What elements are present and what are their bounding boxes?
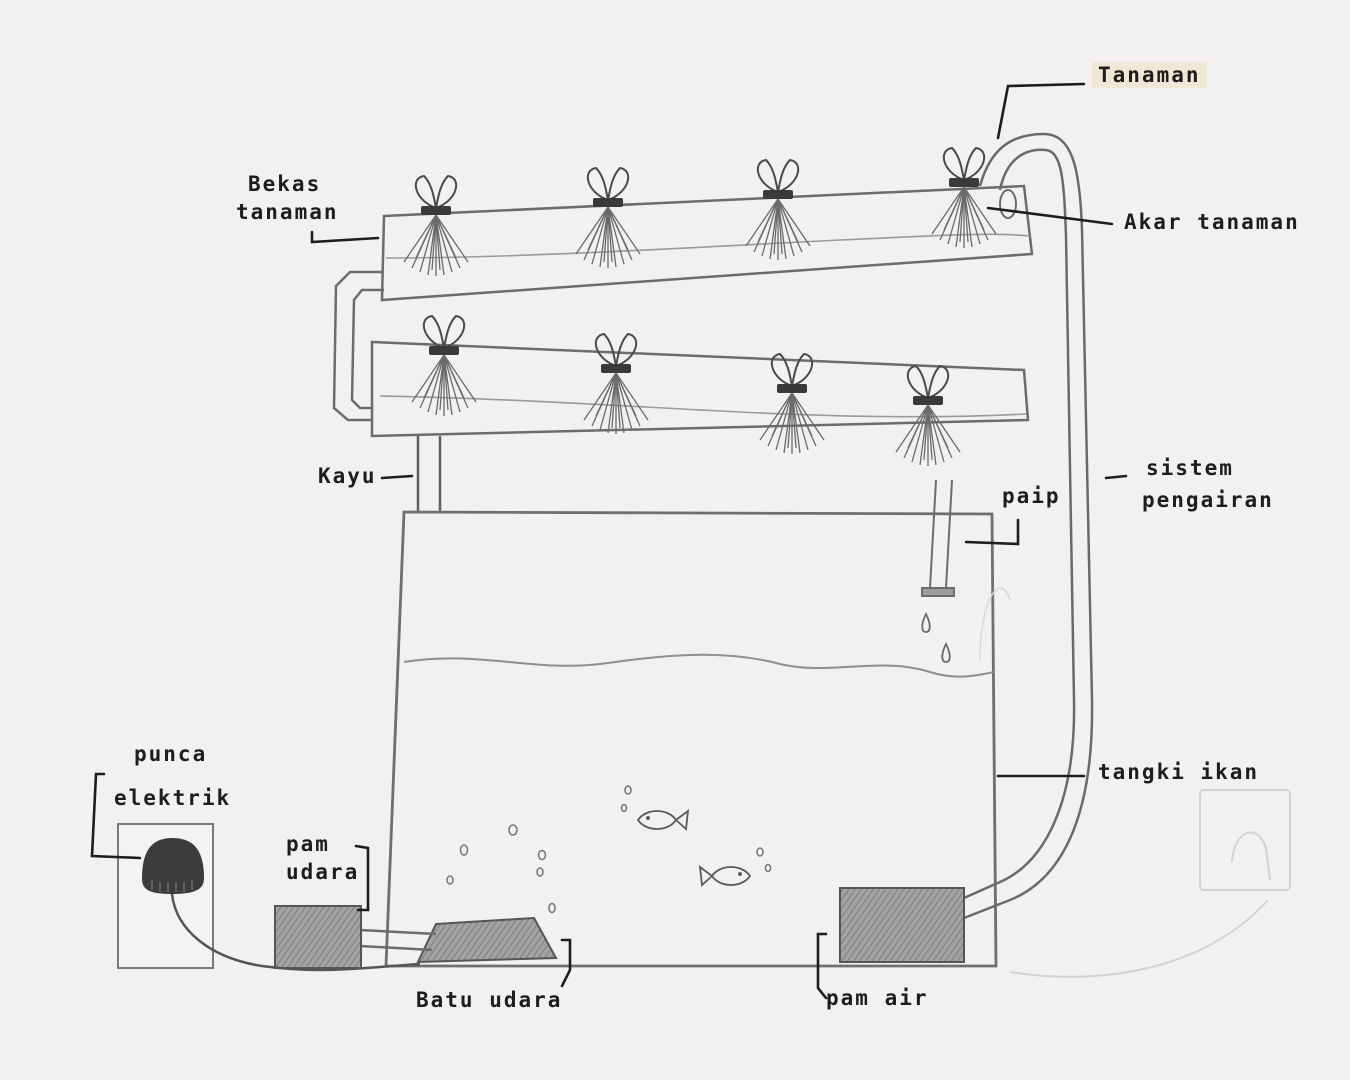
label-pam-air: pam air bbox=[826, 986, 929, 1010]
water-pump bbox=[840, 888, 964, 962]
label-akar-tanaman: Akar tanaman bbox=[1124, 210, 1300, 234]
label-paip: paip bbox=[1002, 484, 1061, 508]
label-sistem-pengairan-line2: pengairan bbox=[1142, 488, 1274, 512]
wood-post bbox=[418, 436, 440, 512]
air-pump bbox=[275, 906, 361, 968]
label-pam-udara-line2: udara bbox=[286, 860, 359, 884]
label-pam-udara-line1: pam bbox=[286, 832, 330, 856]
label-tanaman: Tanaman bbox=[1092, 62, 1207, 88]
air-bubbles bbox=[447, 786, 771, 913]
background-smudge bbox=[1010, 790, 1290, 977]
label-bekas-tanaman-line1: Bekas bbox=[248, 172, 321, 196]
power-socket bbox=[118, 824, 213, 968]
label-punca-elektrik-line1: punca bbox=[134, 742, 207, 766]
label-punca-elektrik-line2: elektrik bbox=[114, 786, 231, 810]
label-tangki-ikan: tangki ikan bbox=[1098, 760, 1259, 784]
label-kayu: Kayu bbox=[318, 464, 377, 488]
fish-2 bbox=[700, 867, 750, 885]
water-drops bbox=[922, 614, 950, 662]
label-bekas-tanaman-line2: tanaman bbox=[236, 200, 339, 224]
drain-pipe bbox=[922, 480, 954, 596]
air-stone bbox=[418, 918, 556, 962]
label-sistem-pengairan-line1: sistem bbox=[1146, 456, 1234, 480]
label-batu-udara: Batu udara bbox=[416, 988, 562, 1012]
fish-1 bbox=[638, 811, 688, 829]
top-grow-trough bbox=[382, 186, 1032, 300]
